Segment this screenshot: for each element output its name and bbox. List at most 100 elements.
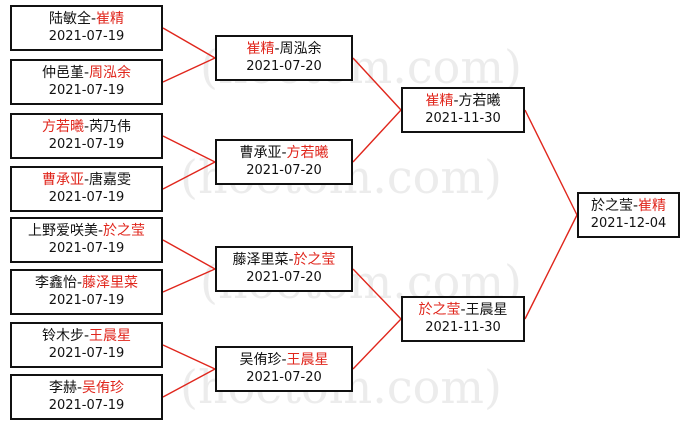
bracket-connector-line [524,109,578,216]
match-date: 2021-07-19 [48,241,125,256]
player-name: 方若曦 [458,93,501,109]
bracket-connector-line [162,344,216,370]
separator: - [632,198,639,214]
match-players: 崔精-方若曦 [403,92,523,110]
match-date: 2021-12-04 [590,216,667,231]
separator: - [288,252,294,268]
separator: - [281,352,287,368]
match-players: 陆敏全-崔精 [12,10,161,28]
match-players: 於之莹-崔精 [579,197,678,215]
bracket-connector-line [162,135,216,163]
match-date: 2021-07-19 [48,190,125,205]
bracket-connector-line [352,268,402,320]
player-name: 藤泽里菜 [82,275,139,291]
separator: - [460,302,466,318]
player-name: 上野爱咲美 [27,223,98,239]
separator: - [83,119,90,135]
match-date: 2021-07-19 [48,83,125,98]
bracket-connector-line [352,109,402,163]
player-name: 曹承亚 [41,172,84,188]
match-date: 2021-11-30 [425,111,501,126]
match-date: 2021-07-20 [246,270,322,285]
bracket-connector-line [162,368,216,398]
player-name: 崔精 [96,11,125,27]
match-date: 2021-07-19 [48,346,125,361]
player-name: 芮乃伟 [89,119,132,135]
player-name: 崔精 [425,93,454,109]
match-players: 曹承亚-唐嘉雯 [12,171,161,189]
player-name: 王晨星 [465,302,508,318]
match-date: 2021-07-19 [48,398,125,413]
player-name: 仲邑堇 [41,65,84,81]
player-name: 於之莹 [293,252,336,268]
player-name: 崔精 [638,198,667,214]
separator: - [83,172,90,188]
player-name: 曹承亚 [239,145,282,161]
player-name: 崔精 [246,41,275,57]
player-name: 李鑫怡 [34,275,77,291]
player-name: 李赫 [48,380,77,396]
player-name: 唐嘉雯 [89,172,132,188]
match-players: 仲邑堇-周泓余 [12,64,161,82]
separator: - [97,223,104,239]
bracket-connector-line [352,318,402,370]
match-players: 铃木步-王晨星 [12,327,161,345]
bracket-connector-line [162,239,216,270]
player-name: 於之莹 [590,198,633,214]
match-date: 2021-07-19 [48,137,125,152]
match-players: 李赫-吴侑珍 [12,379,161,397]
player-name: 方若曦 [41,119,84,135]
player-name: 王晨星 [89,328,132,344]
match-players: 藤泽里菜-於之莹 [217,251,351,269]
match-date: 2021-07-19 [48,29,125,44]
separator: - [281,145,287,161]
player-name: 於之莹 [103,223,146,239]
separator: - [83,65,90,81]
player-name: 吴侑珍 [82,380,125,396]
separator: - [83,328,90,344]
separator: - [76,380,83,396]
separator: - [274,41,280,57]
match-players: 吴侑珍-王晨星 [217,351,351,369]
player-name: 周泓余 [89,65,132,81]
bracket-connector-line [162,27,216,59]
separator: - [90,11,97,27]
player-name: 陆敏全 [48,11,91,27]
match-players: 曹承亚-方若曦 [217,144,351,162]
match-players: 方若曦-芮乃伟 [12,118,161,136]
player-name: 王晨星 [286,352,329,368]
match-date: 2021-07-19 [48,293,125,308]
player-name: 铃木步 [41,328,84,344]
player-name: 方若曦 [286,145,329,161]
separator: - [76,275,83,291]
separator: - [453,93,459,109]
match-date: 2021-07-20 [246,59,322,74]
match-players: 上野爱咲美-於之莹 [12,222,161,240]
match-date: 2021-07-20 [246,370,322,385]
match-players: 於之莹-王晨星 [403,301,523,319]
match-players: 李鑫怡-藤泽里菜 [12,274,161,292]
player-name: 於之莹 [418,302,461,318]
match-date: 2021-11-30 [425,320,501,335]
bracket-connector-line [524,214,578,320]
match-players: 崔精-周泓余 [217,40,351,58]
player-name: 藤泽里菜 [232,252,289,268]
bracket-connector-line [162,161,216,190]
player-name: 周泓余 [279,41,322,57]
